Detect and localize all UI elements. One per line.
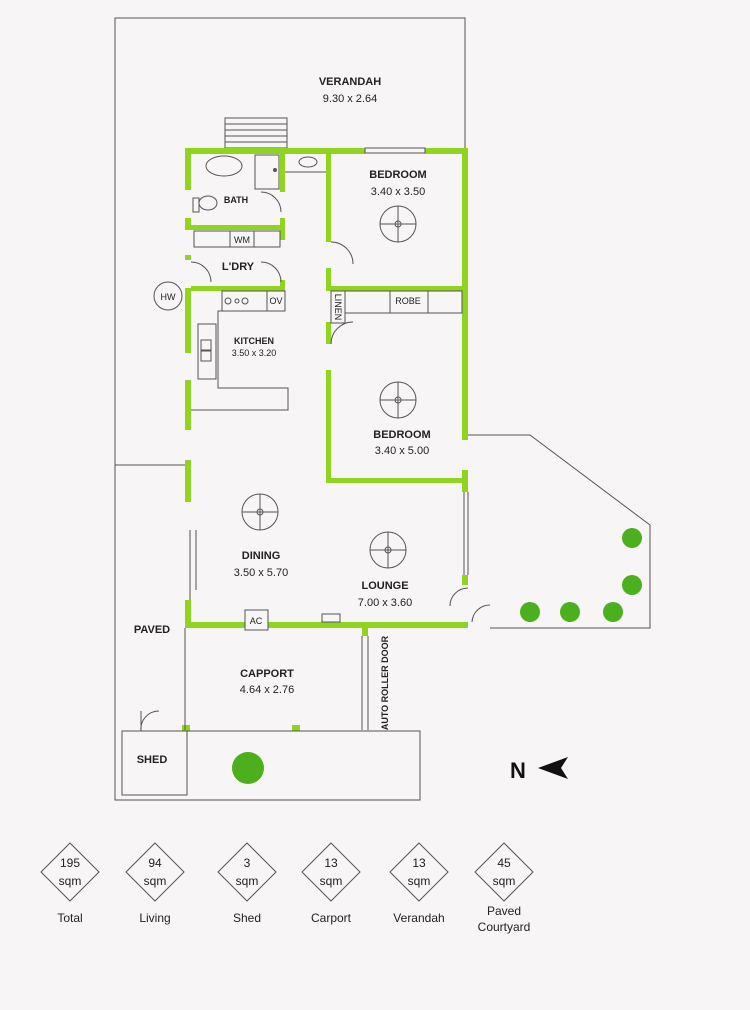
diamond-badge bbox=[125, 842, 185, 902]
laundry-label: L'DRY bbox=[222, 261, 255, 273]
bathtub bbox=[205, 155, 243, 177]
shed-label: SHED bbox=[137, 754, 168, 766]
fan-icon bbox=[241, 493, 279, 531]
area-value: 13 bbox=[412, 856, 426, 870]
svg-text:OV: OV bbox=[269, 296, 282, 306]
svg-text:3.40 x 5.00: 3.40 x 5.00 bbox=[375, 445, 429, 457]
basin bbox=[298, 156, 318, 168]
fan-icon bbox=[379, 381, 417, 419]
toilet bbox=[198, 195, 218, 211]
robe bbox=[344, 290, 463, 314]
fan-icon bbox=[369, 531, 407, 569]
area-value: 94 bbox=[148, 856, 162, 870]
cooktop bbox=[221, 290, 268, 312]
roller-door-label: AUTO ROLLER DOOR bbox=[380, 635, 390, 730]
bedroom-label: BEDROOM bbox=[373, 429, 430, 441]
area-unit: sqm bbox=[236, 874, 259, 888]
svg-text:3.50 x 5.70: 3.50 x 5.70 bbox=[234, 567, 288, 579]
carport-label: CAPPORT bbox=[240, 668, 294, 680]
verandah-label: VERANDAH bbox=[319, 76, 381, 88]
diamond-badge bbox=[40, 842, 100, 902]
svg-text:LINEN: LINEN bbox=[333, 294, 343, 321]
svg-text:9.30 x 2.64: 9.30 x 2.64 bbox=[323, 93, 377, 105]
plant-icon bbox=[622, 575, 642, 595]
ceiling-fans bbox=[241, 205, 417, 569]
area-unit: sqm bbox=[320, 874, 343, 888]
shed bbox=[121, 730, 188, 796]
paved-label: PAVED bbox=[134, 624, 170, 636]
shower bbox=[254, 154, 280, 190]
area-value: 195 bbox=[60, 856, 80, 870]
outdoor-outlines bbox=[114, 17, 651, 801]
lounge-label: LOUNGE bbox=[361, 580, 408, 592]
svg-text:7.00 x 3.60: 7.00 x 3.60 bbox=[358, 597, 412, 609]
kitchen-label: KITCHEN bbox=[234, 336, 274, 346]
area-value: 3 bbox=[244, 856, 251, 870]
area-label: Shed bbox=[233, 911, 261, 925]
diamond-badge bbox=[217, 842, 277, 902]
bath-label: BATH bbox=[224, 195, 248, 205]
area-value: 45 bbox=[497, 856, 511, 870]
plant-icon bbox=[520, 602, 540, 622]
diamond-badge bbox=[474, 842, 534, 902]
svg-text:HW: HW bbox=[161, 292, 176, 302]
carport-shed bbox=[121, 628, 421, 801]
laundry-tub bbox=[193, 230, 231, 248]
walls bbox=[182, 148, 468, 731]
north-arrow-icon bbox=[538, 757, 568, 779]
hot-water-unit bbox=[153, 281, 183, 311]
dining-label: DINING bbox=[242, 550, 281, 562]
plant-icon bbox=[603, 602, 623, 622]
tree-icon bbox=[232, 752, 264, 784]
north-compass: N bbox=[510, 757, 568, 783]
svg-text:3.40 x 3.50: 3.40 x 3.50 bbox=[371, 186, 425, 198]
plant-icon bbox=[560, 602, 580, 622]
room-labels: VERANDAH 9.30 x 2.64 BEDROOM 3.40 x 3.50… bbox=[134, 76, 431, 766]
fixtures bbox=[140, 147, 491, 732]
area-label: Total bbox=[57, 911, 82, 925]
area-unit: sqm bbox=[144, 874, 167, 888]
plant-icon bbox=[622, 528, 642, 548]
plants bbox=[232, 528, 642, 784]
svg-text:AC: AC bbox=[250, 616, 263, 626]
area-label: Living bbox=[139, 911, 170, 925]
svg-text:ROBE: ROBE bbox=[395, 296, 421, 306]
bedroom-label: BEDROOM bbox=[369, 169, 426, 181]
svg-text:WM: WM bbox=[234, 235, 250, 245]
verandah-steps bbox=[224, 117, 288, 149]
area-value: 13 bbox=[324, 856, 338, 870]
diamond-badge bbox=[389, 842, 449, 902]
area-label: Carport bbox=[311, 911, 352, 925]
area-unit: sqm bbox=[493, 874, 516, 888]
svg-text:3.50 x 3.20: 3.50 x 3.20 bbox=[232, 348, 277, 358]
area-unit: sqm bbox=[408, 874, 431, 888]
svg-text:4.64 x 2.76: 4.64 x 2.76 bbox=[240, 684, 294, 696]
fan-icon bbox=[379, 205, 417, 243]
oven bbox=[266, 290, 286, 312]
diamond-badge bbox=[301, 842, 361, 902]
air-conditioner bbox=[244, 609, 269, 631]
area-label: Verandah bbox=[393, 911, 444, 925]
svg-text:N: N bbox=[510, 758, 526, 783]
area-unit: sqm bbox=[59, 874, 82, 888]
